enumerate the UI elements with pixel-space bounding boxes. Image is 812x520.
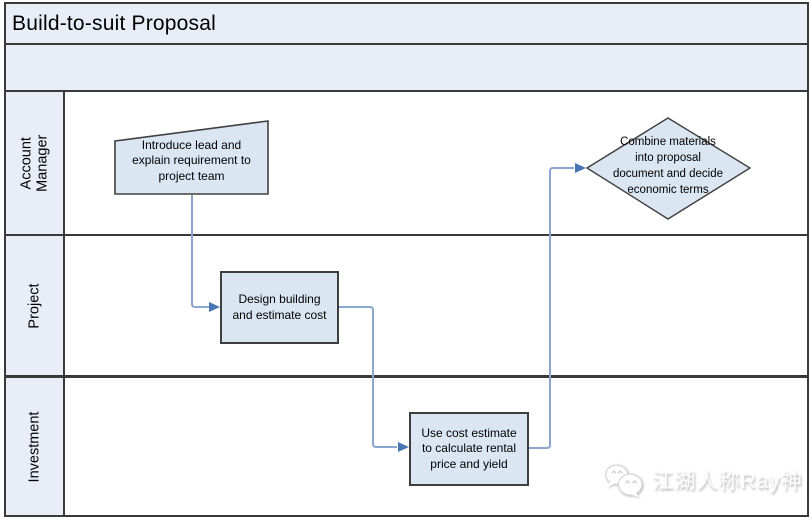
- lane-separator-project-investment: [4, 375, 809, 378]
- lane-label-text: Investment: [26, 411, 43, 482]
- lane-label-project: Project: [6, 236, 63, 375]
- lane-label-column: [4, 90, 65, 517]
- lane-label-account-manager: Account Manager: [6, 92, 63, 234]
- watermark: 江湖人称Ray神: [603, 458, 803, 502]
- node-text-estimate: Use cost estimate to calculate rental pr…: [421, 425, 517, 471]
- lane-label-text: Account Manager: [18, 134, 51, 192]
- node-text-introduce: Introduce lead and explain requirement t…: [132, 137, 251, 183]
- node-text-combine: Combine materials into proposal document…: [613, 136, 723, 196]
- subtitle-band: [4, 43, 809, 92]
- watermark-text: 江湖人称Ray神: [652, 470, 803, 493]
- node-text-design: Design building and estimate cost: [232, 291, 327, 322]
- wechat-icon: [605, 464, 643, 498]
- lane-separator-account-project: [4, 234, 809, 236]
- page-title: Build-to-suit Proposal: [12, 11, 216, 35]
- lane-label-text: Project: [26, 282, 43, 329]
- lane-label-investment: Investment: [6, 378, 63, 515]
